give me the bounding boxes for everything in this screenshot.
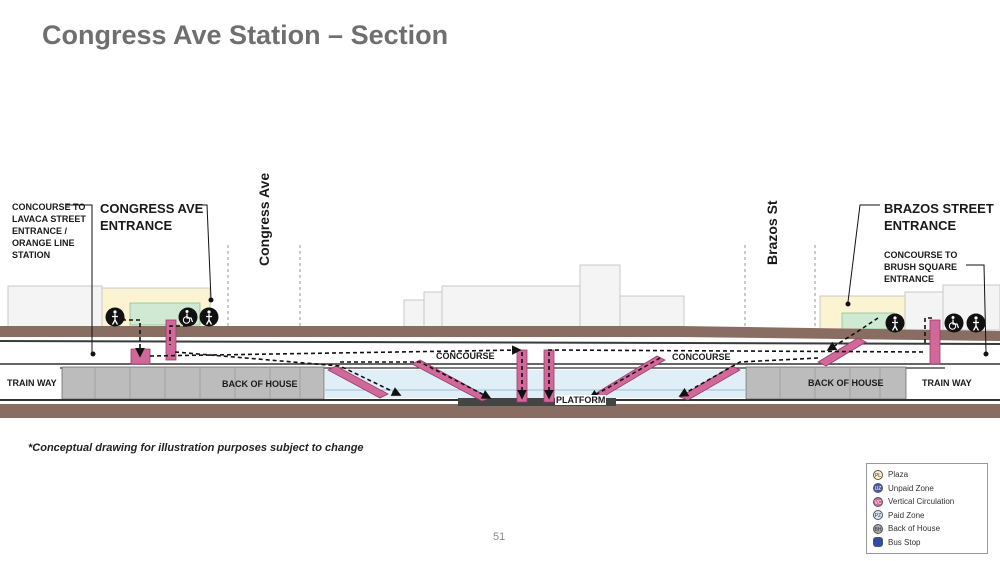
pedestrian-icon	[199, 307, 219, 327]
page-title: Congress Ave Station – Section	[42, 20, 449, 50]
path-arrow	[174, 351, 402, 396]
callout-dot	[208, 297, 214, 303]
legend-item: PZ Paid Zone	[873, 510, 925, 521]
callout-dot	[845, 301, 851, 307]
building	[579, 264, 621, 329]
elevator-shaft	[165, 319, 177, 361]
legend-item: Bus Stop	[873, 536, 981, 550]
callout-congress-entrance: CONGRESS AVE ENTRANCE	[100, 201, 204, 233]
back-of-house-swatch-icon: BH	[873, 523, 883, 534]
legend-item: VC Vertical Circulation	[873, 496, 955, 507]
back-of-house-area	[61, 366, 325, 400]
street-label-brazos: Brazos St	[764, 200, 780, 265]
legend-item: PL Plaza	[873, 469, 909, 480]
plaza-swatch-icon: PL	[873, 469, 883, 480]
path-arrow	[678, 357, 819, 397]
elevator-shaft	[929, 319, 941, 365]
paid-zone-swatch-icon: PZ	[873, 510, 883, 521]
disclaimer-note: *Conceptual drawing for illustration pur…	[28, 442, 364, 454]
back-of-house-grid	[94, 367, 881, 399]
building	[423, 291, 443, 329]
unpaid-zone-swatch-icon: UZ	[873, 483, 883, 494]
building	[441, 285, 583, 329]
building	[403, 299, 425, 329]
back-of-house-label: BACK OF HOUSE	[808, 378, 884, 388]
escalator	[327, 365, 389, 399]
circulation-paths	[123, 317, 932, 400]
train-way-label: TRAIN WAY	[922, 378, 972, 388]
bus-stop-icon	[873, 537, 883, 548]
concourse-label: CONCOURSE	[436, 351, 495, 361]
path-arrow	[826, 317, 879, 351]
legend-item: BH Back of House	[873, 523, 941, 534]
page-number: 51	[493, 531, 506, 543]
street-label-congress: Congress Ave	[256, 172, 272, 266]
callout-dot	[983, 351, 989, 357]
pedestrian-icon	[885, 313, 905, 333]
callout-dot	[90, 351, 96, 357]
path-arrow	[547, 349, 926, 353]
path-arrow	[924, 317, 932, 345]
base-slab	[0, 404, 1000, 418]
callout-leaders	[66, 204, 987, 353]
accessible-icon	[944, 313, 964, 333]
back-of-house-area	[745, 366, 907, 400]
building	[7, 285, 103, 329]
path-arrow	[149, 345, 522, 357]
back-of-house-label: BACK OF HOUSE	[222, 379, 298, 389]
legend-item: UZ Unpaid Zone	[873, 483, 934, 494]
callout-brazos-entrance: BRAZOS STREET ENTRANCE	[884, 201, 994, 233]
platform-label: PLATFORM	[555, 395, 607, 405]
platform-pit	[458, 398, 616, 406]
accessible-icon	[178, 307, 198, 327]
vertical-circulation-swatch-icon: VC	[873, 496, 883, 507]
callout-concourse-brush: CONCOURSE TO BRUSH SQUARE ENTRANCE	[884, 250, 958, 284]
path-arrow	[340, 361, 492, 399]
concourse-label: CONCOURSE	[672, 352, 731, 362]
legend: PL Plaza UZ Unpaid Zone VC Vertical Circ…	[866, 463, 988, 554]
ground-slab	[0, 326, 1000, 341]
pedestrian-icon	[966, 313, 986, 333]
pedestrian-icon	[105, 307, 125, 327]
train-way-label: TRAIN WAY	[7, 378, 57, 388]
building	[619, 295, 685, 329]
callout-concourse-lavaca: CONCOURSE TO LAVACA STREET ENTRANCE / OR…	[12, 202, 86, 260]
